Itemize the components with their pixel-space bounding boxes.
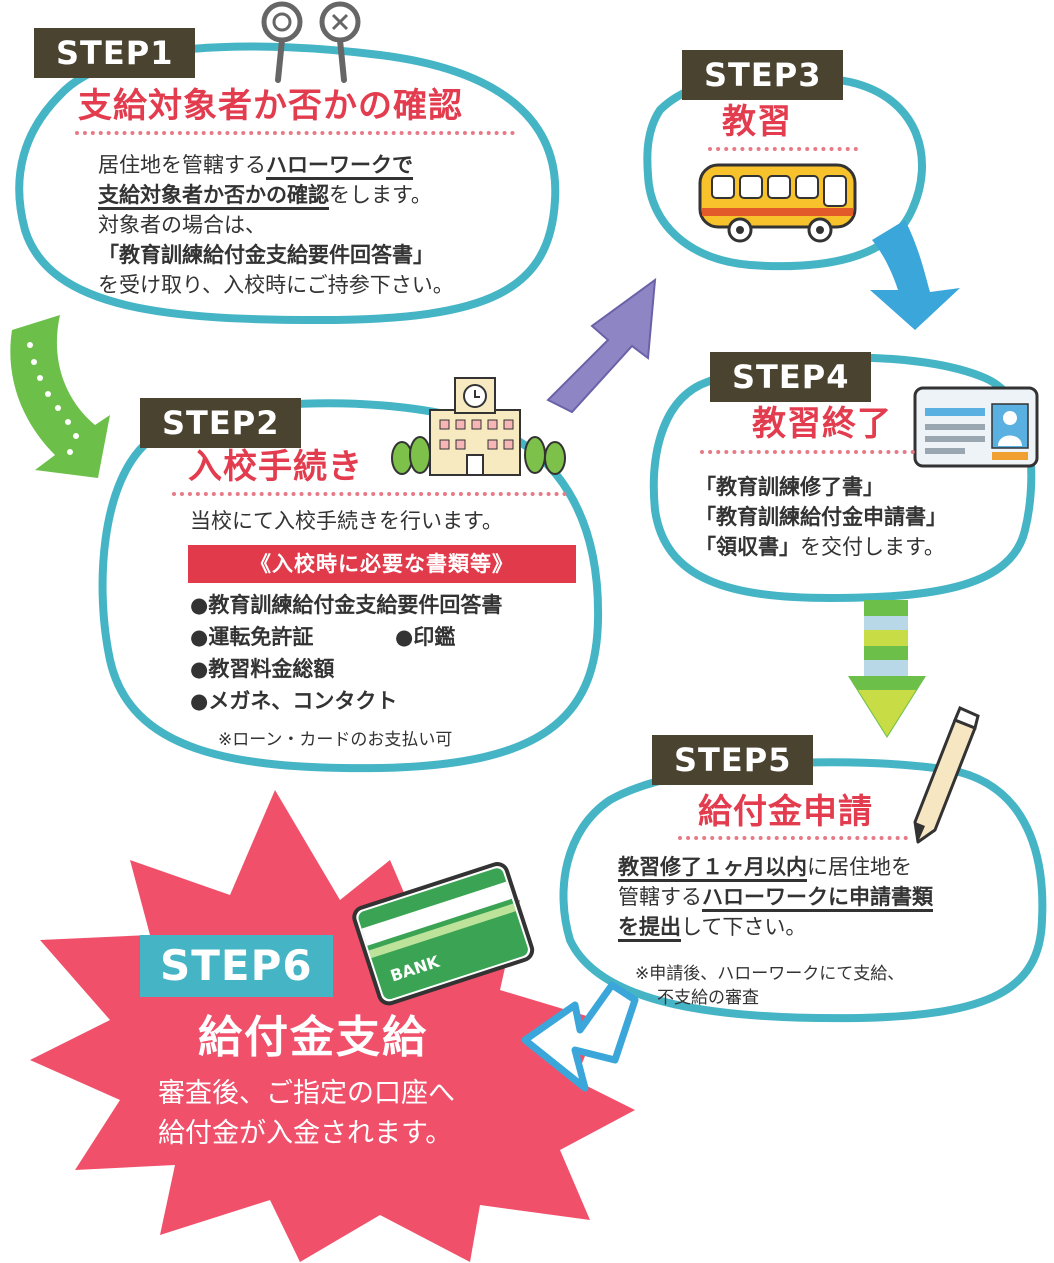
step2-body: 当校にて入校手続きを行います。: [190, 509, 503, 533]
step2-title-divider: [172, 492, 567, 496]
step3-tag: STEP3: [682, 50, 844, 100]
step6-title: 給付金支給: [198, 1012, 428, 1063]
step4-tag: STEP4: [710, 352, 872, 402]
step1-tag: STEP1: [34, 28, 196, 78]
step4-title-divider: [700, 450, 915, 454]
school-building-icon: [391, 377, 566, 476]
arrow-step1-to-step2: [10, 315, 110, 478]
step3-title: 教習: [722, 102, 792, 142]
step2-item: ●印鑑: [395, 625, 456, 649]
step5-title: 給付金申請: [698, 792, 873, 832]
step3-title-divider: [708, 147, 858, 151]
arrow-step5-to-step6: [521, 981, 639, 1092]
step2-tag: STEP2: [140, 398, 302, 448]
step5-body: 教習修了１ヶ月以内に居住地を 管轄するハローワークに申請書類 を提出して下さい。: [618, 852, 933, 942]
id-card-icon: [913, 386, 1039, 468]
step6-burst: [30, 790, 635, 1262]
step2-title: 入校手続き: [188, 447, 363, 487]
step4-title: 教習終了: [752, 404, 892, 444]
step5-title-divider: [678, 836, 908, 840]
bus-icon: [698, 163, 857, 243]
step2-item: ●教習料金総額: [190, 657, 335, 681]
step1-title-divider: [75, 131, 515, 135]
step6-tag: STEP6: [140, 935, 333, 997]
arrow-step4-to-step5: [848, 600, 926, 738]
step5-note: ※申請後、ハローワークにて支給、 不支給の審査: [635, 964, 905, 1008]
step1-bubble: [15, 42, 560, 325]
step1-title: 支給対象者か否かの確認: [78, 86, 463, 126]
arrow-step2-to-step3: [546, 277, 657, 414]
arrow-step3-to-step4: [870, 220, 960, 330]
pen-icon: [913, 706, 980, 844]
step2-item: ●教育訓練給付金支給要件回答書: [190, 593, 503, 617]
magnifier-maru-batsu-icon: [261, 1, 361, 83]
step2-item: ●運転免許証: [190, 625, 314, 649]
step5-tag: STEP5: [652, 735, 814, 785]
step2-note: ※ローン・カードのお支払い可: [218, 730, 453, 750]
step2-required-header: 《入校時に必要な書類等》: [188, 545, 576, 583]
step4-body: 「教育訓練修了書」 「教育訓練給付金申請書」 「領収書」を交付します。: [695, 475, 947, 559]
step2-item: ●メガネ、コンタクト: [190, 689, 398, 713]
step1-body: 居住地を管轄するハローワークで 支給対象者か否かの確認をします。 対象者の場合は…: [98, 153, 454, 297]
step6-body: 審査後、ご指定の口座へ 給付金が入金されます。: [158, 1078, 455, 1149]
bank-card-icon: BANK: [352, 862, 535, 1006]
